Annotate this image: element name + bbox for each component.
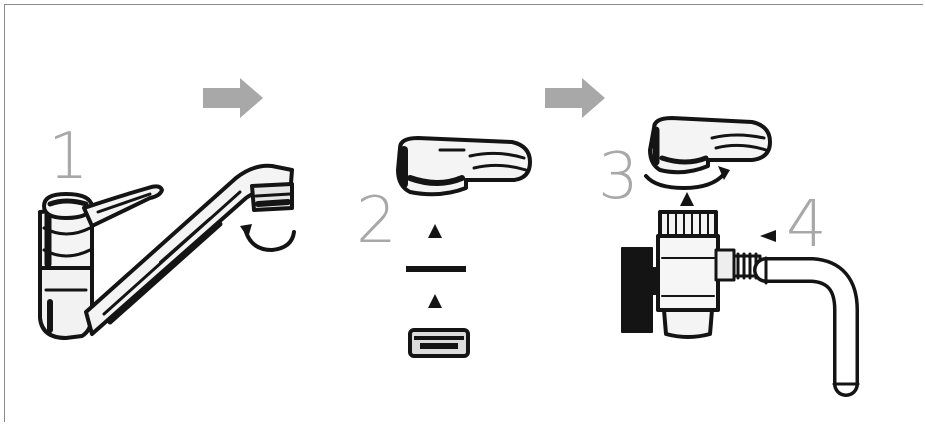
rotate-arrow-icon [240, 224, 296, 253]
washer-icon [406, 266, 466, 272]
step-4-number: 4 [786, 188, 827, 262]
up-arrow-icon [428, 224, 442, 238]
spout-end-icon [396, 136, 532, 197]
diverter-valve-icon [621, 210, 762, 339]
aerator-icon [408, 328, 470, 358]
step-3-number: 3 [598, 140, 639, 214]
hose-icon [753, 256, 860, 397]
right-arrow-icon [545, 78, 605, 118]
diagram-frame [4, 4, 923, 422]
left-arrow-icon [760, 230, 776, 242]
up-arrow-icon [680, 192, 694, 206]
up-arrow-icon [428, 294, 442, 308]
faucet-icon [38, 163, 294, 340]
step-2-number: 2 [356, 184, 397, 258]
rotate-arrow-icon [644, 166, 730, 191]
right-arrow-icon [203, 78, 263, 118]
step-1-number: 1 [48, 120, 89, 194]
spout-end-icon [648, 116, 772, 175]
